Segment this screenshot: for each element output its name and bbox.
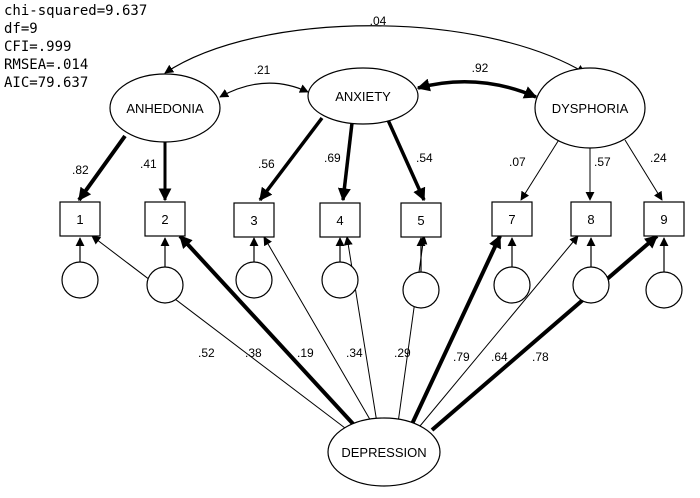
- covariance-label-anhedonia-dysphoria: .04: [370, 14, 387, 28]
- loading-label-depression-4: .34: [346, 346, 363, 360]
- chi-squared-stat: chi-squared=9.637: [4, 3, 148, 19]
- loading-label-depression-3: .19: [297, 346, 314, 360]
- loading-label-depression-5: .29: [394, 346, 411, 360]
- loading-label-anxiety-4: .69: [324, 151, 341, 165]
- indicator-label-5: 5: [417, 213, 424, 228]
- indicator-label-1: 1: [76, 212, 83, 227]
- loading-dysphoria-7: [520, 137, 561, 201]
- loading-depression-8: [419, 235, 579, 427]
- indicator-label-7: 7: [508, 212, 515, 227]
- loading-label-depression-9: .78: [532, 350, 549, 364]
- error-circle-8: [572, 266, 610, 304]
- loading-depression-7: [410, 234, 502, 425]
- factor-anxiety: [307, 67, 419, 125]
- error-circle-9: [645, 271, 683, 309]
- loading-anxiety-4: [337, 122, 354, 202]
- factor-depression: [327, 417, 441, 487]
- loading-anxiety-5: [386, 119, 426, 202]
- indicator-label-8: 8: [587, 212, 594, 227]
- factor-anxiety-label: ANXIETY: [335, 89, 391, 104]
- loading-label-dysphoria-9: .24: [650, 151, 667, 165]
- covariance-anhedonia-anxiety: [219, 82, 309, 98]
- loading-label-depression-2: .38: [245, 346, 262, 360]
- error-circle-4: [321, 261, 359, 299]
- indicator-label-3: 3: [250, 213, 257, 228]
- loading-depression-4: [343, 236, 378, 424]
- rmsea-stat: RMSEA=.014: [4, 57, 89, 73]
- factor-depression-label: DEPRESSION: [341, 445, 426, 460]
- factor-anhedonia: [109, 73, 221, 143]
- loading-label-anxiety-3: .56: [258, 157, 275, 171]
- indicator-label-4: 4: [336, 213, 343, 228]
- loading-anhedonia-1: [77, 134, 127, 202]
- loading-depression-5: [397, 235, 428, 424]
- indicator-box-2: [144, 201, 186, 237]
- indicator-box-5: [400, 202, 442, 238]
- factor-dysphoria-label: DYSPHORIA: [552, 101, 629, 116]
- loading-anxiety-3: [258, 116, 324, 202]
- error-circle-5: [402, 271, 440, 309]
- indicator-box-3: [233, 202, 275, 238]
- indicator-box-4: [319, 202, 361, 238]
- covariance-anxiety-dysphoria: [416, 78, 538, 99]
- error-circle-7: [493, 266, 531, 304]
- loading-label-anxiety-5: .54: [416, 151, 433, 165]
- cfi-stat: CFI=.999: [4, 39, 72, 55]
- error-circle-1: [61, 261, 99, 299]
- error-circle-2: [146, 266, 184, 304]
- factor-dysphoria: [534, 67, 646, 149]
- covariance-label-anhedonia-anxiety: .21: [254, 63, 271, 77]
- fit-statistics: chi-squared=9.637 df=9 CFI=.999 RMSEA=.0…: [4, 2, 147, 92]
- df-stat: df=9: [4, 21, 38, 37]
- loading-depression-2: [178, 234, 357, 428]
- loading-dysphoria-9: [624, 139, 663, 201]
- loading-depression-3: [263, 236, 373, 424]
- covariance-label-anxiety-dysphoria: .92: [472, 61, 489, 75]
- error-circle-3: [235, 261, 273, 299]
- aic-stat: AIC=79.637: [4, 75, 89, 91]
- loading-label-depression-8: .64: [491, 350, 508, 364]
- indicator-box-8: [570, 201, 612, 237]
- loading-label-anhedonia-2: .41: [140, 157, 157, 171]
- factor-anhedonia-label: ANHEDONIA: [126, 101, 204, 116]
- indicator-label-2: 2: [161, 212, 168, 227]
- indicator-box-7: [491, 201, 533, 237]
- indicator-box-9: [643, 201, 685, 237]
- indicator-label-9: 9: [660, 212, 667, 227]
- loading-label-dysphoria-7: .07: [509, 155, 526, 169]
- loading-label-depression-7: .79: [453, 350, 470, 364]
- loading-label-anhedonia-1: .82: [72, 163, 89, 177]
- covariance-anhedonia-dysphoria: [164, 25, 586, 74]
- loading-depression-1: [91, 235, 346, 429]
- loading-label-depression-1: .52: [198, 346, 215, 360]
- indicator-box-1: [59, 201, 101, 237]
- loading-label-dysphoria-8: .57: [594, 155, 611, 169]
- loading-depression-9: [430, 234, 659, 432]
